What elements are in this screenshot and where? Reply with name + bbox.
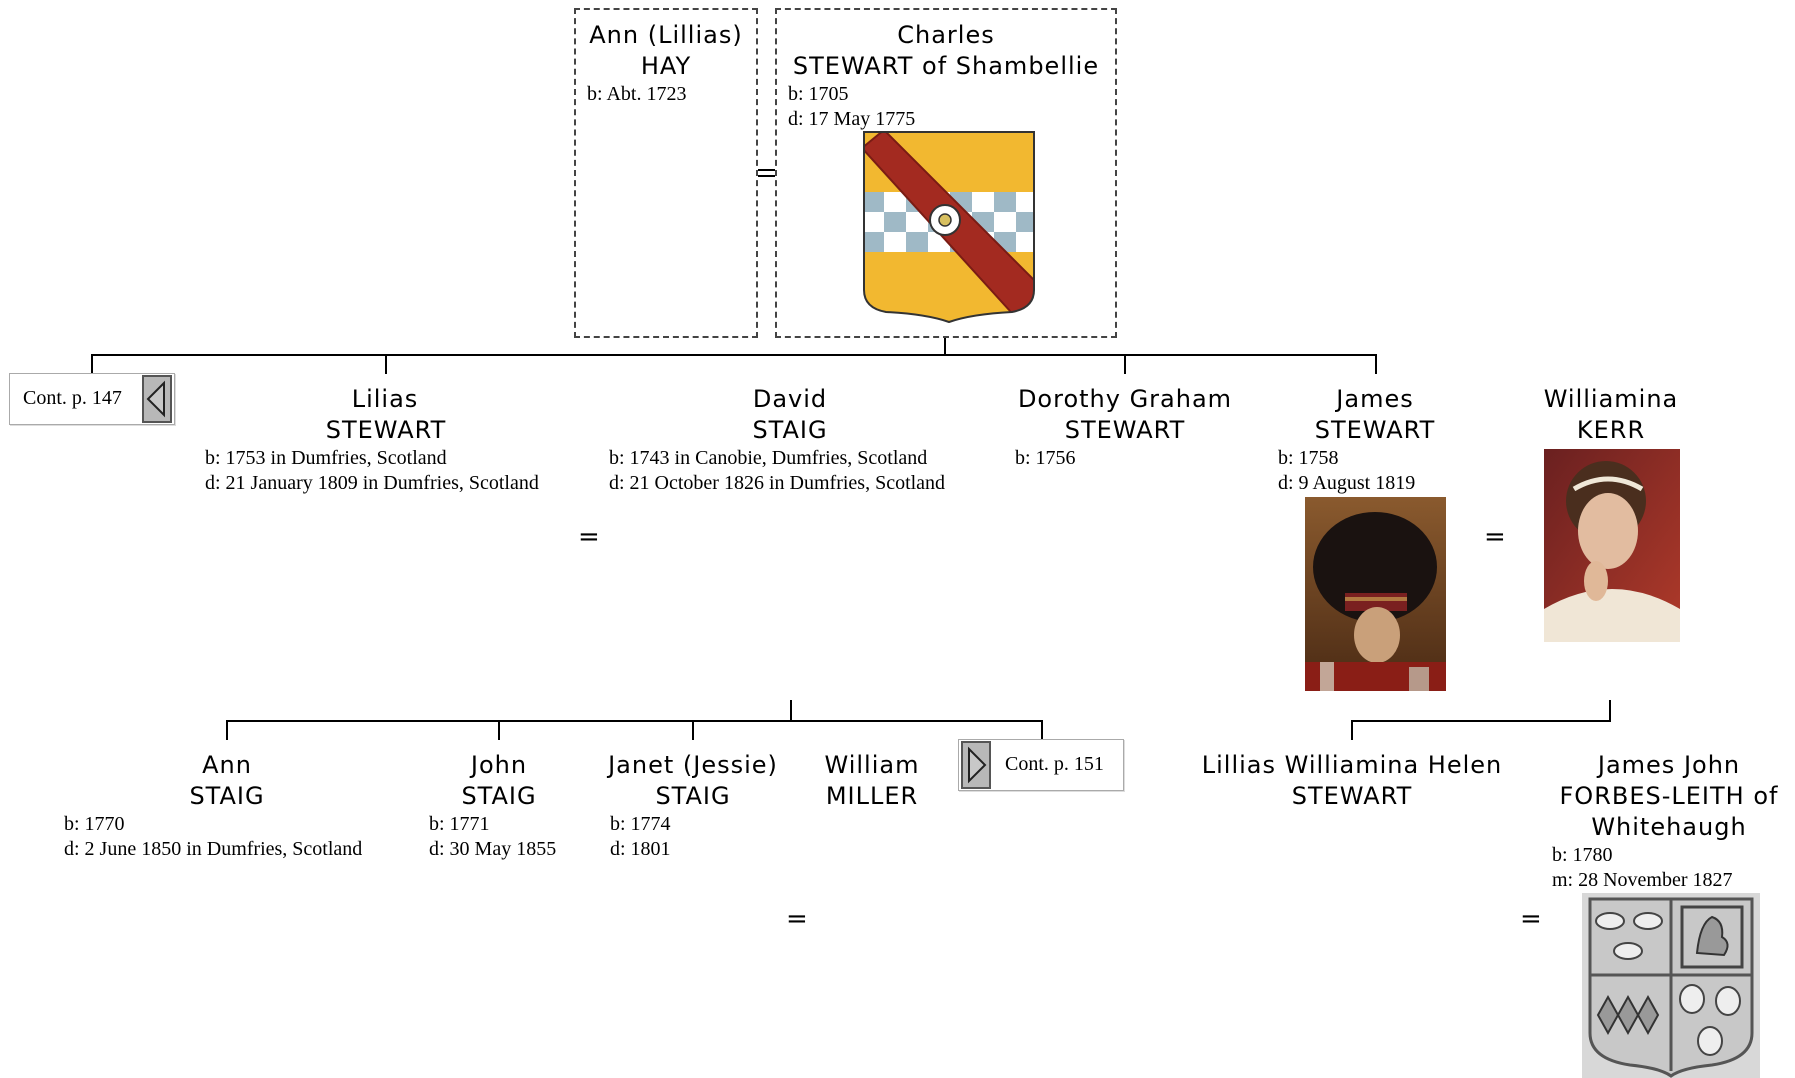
grandchild-drop-line [1351,720,1353,740]
portrait-james-stewart-image [1305,497,1446,691]
person-surname: MILLER [825,782,919,810]
staig-family-drop-line [790,700,792,722]
person-given-name: Lilias [351,385,419,413]
stewart-kerr-line [1351,720,1611,722]
person-given-name: Charles [897,21,995,49]
parent-box-ann-hay[interactable] [574,8,758,338]
child-drop-line [385,354,387,374]
person-surname: FORBES-LEITH of [1559,782,1779,810]
person-surname: STAIG [655,782,731,810]
person-surname: HAY [640,52,692,80]
person-dorothy-graham-stewart[interactable]: Dorothy Graham STEWART b: 1756 [1005,384,1245,471]
person-death: d: 17 May 1775 [788,108,916,130]
person-surname: STAIG [752,416,828,444]
person-surname: STEWART of Shambellie [792,52,1100,80]
person-death: d: 1801 [610,838,671,860]
children-sibling-line [91,354,1377,356]
person-david-staig[interactable]: David STAIG b: 1743 in Canobie, Dumfries… [590,384,990,496]
person-surname: STAIG [189,782,265,810]
stewart-kerr-drop-line [1609,700,1611,722]
boars-heads [1595,912,1663,960]
person-death: d: 9 August 1819 [1278,472,1416,494]
marriage-symbol: = [1520,904,1542,934]
person-ann-staig[interactable]: Ann STAIG b: 1770 d: 2 June 1850 in Dumf… [64,750,390,862]
person-birth: b: 1770 [64,813,125,835]
person-birth: b: 1705 [788,83,849,105]
person-surname-line2: Whitehaugh [1591,813,1747,841]
person-given-name: Ann [202,751,252,779]
grandchild-drop-line [226,720,228,740]
person-given-name: Janet (Jessie) [608,751,778,779]
person-death: d: 30 May 1855 [429,838,557,860]
continuation-left-label: Cont. p. 147 [23,387,122,409]
continuation-right-label: Cont. p. 151 [1005,753,1104,775]
lion-rampant [1695,915,1729,957]
person-marriage: m: 28 November 1827 [1552,869,1733,891]
parents-marriage-line-bottom [758,175,775,177]
parent-box-charles-stewart[interactable] [775,8,1117,338]
child-drop-line [1375,354,1377,374]
person-given-name: David [752,385,828,413]
person-lillias-williamina-helen-stewart[interactable]: Lillias Williamina Helen STEWART [1185,750,1519,812]
person-given-name: Williamina [1543,385,1679,413]
unicorn-heads [1679,984,1741,1056]
person-lilias-stewart[interactable]: Lilias [205,384,567,415]
person-death: d: 21 January 1809 in Dumfries, Scotland [205,472,539,494]
marriage-symbol: = [786,904,808,934]
person-birth: b: 1780 [1552,844,1613,866]
continuation-right-button[interactable]: Cont. p. 151 [958,739,1124,791]
person-birth: b: 1758 [1278,447,1339,469]
person-surname: STEWART [1314,416,1436,444]
person-james-john-forbes-leith[interactable]: James John FORBES-LEITH of Whitehaugh b:… [1549,750,1789,893]
child-drop-line [91,354,93,374]
person-death: d: 2 June 1850 in Dumfries, Scotland [64,838,363,860]
person-birth: b: 1743 in Canobie, Dumfries, Scotland [609,447,928,469]
person-death: d: 21 October 1826 in Dumfries, Scotland [609,472,946,494]
parents-drop-line [944,338,946,356]
person-james-stewart[interactable]: James STEWART b: 1758 d: 9 August 1819 [1275,384,1475,496]
person-given-name: Dorothy Graham [1017,385,1233,413]
grandchild-drop-line [1041,720,1043,740]
person-surname: STEWART [1064,416,1186,444]
person-surname: STEWART [1291,782,1413,810]
person-given-name: William [824,751,920,779]
person-william-miller[interactable]: William MILLER [807,750,937,812]
person-given-name: John [470,751,528,779]
arrow-right-icon [961,741,991,789]
continuation-left-button[interactable]: Cont. p. 147 [9,373,175,425]
child-drop-line [1124,354,1126,374]
staig-sibling-line [226,720,1043,722]
rose-charge [929,204,961,236]
person-surname: KERR [1576,416,1646,444]
grandchild-drop-line [692,720,694,740]
person-williamina-kerr[interactable]: Williamina KERR [1530,384,1692,446]
lozenges [1596,994,1660,1036]
person-given-name: Ann (Lillias) [589,21,743,49]
person-birth: b: 1756 [1015,447,1076,469]
grandchild-drop-line [498,720,500,740]
person-charles-stewart: Charles STEWART of Shambellie b: 1705 d:… [781,20,1111,132]
person-given-name: Lillias Williamina Helen [1201,751,1503,779]
person-john-staig[interactable]: John STAIG b: 1771 d: 30 May 1855 [429,750,569,862]
arrow-left-icon [142,375,172,423]
person-ann-hay: Ann (Lillias) HAY b: Abt. 1723 [580,20,752,107]
marriage-symbol: = [578,522,600,552]
person-surname: STEWART [325,416,447,444]
person-birth: b: 1771 [429,813,490,835]
person-birth: b: 1774 [610,813,671,835]
forbes-leith-coat-of-arms-image [1582,893,1760,1078]
person-birth: b: Abt. 1723 [587,83,687,105]
person-given-name: James [1336,385,1414,413]
portrait-williamina-kerr-image [1544,449,1680,642]
parents-marriage-line-top [758,169,775,171]
stewart-coat-of-arms-image [863,131,1035,323]
marriage-symbol: = [1484,522,1506,552]
person-given-name: James John [1597,751,1741,779]
person-surname: STAIG [461,782,537,810]
person-birth: b: 1753 in Dumfries, Scotland [205,447,447,469]
person-janet-staig[interactable]: Janet (Jessie) STAIG b: 1774 d: 1801 [602,750,784,862]
